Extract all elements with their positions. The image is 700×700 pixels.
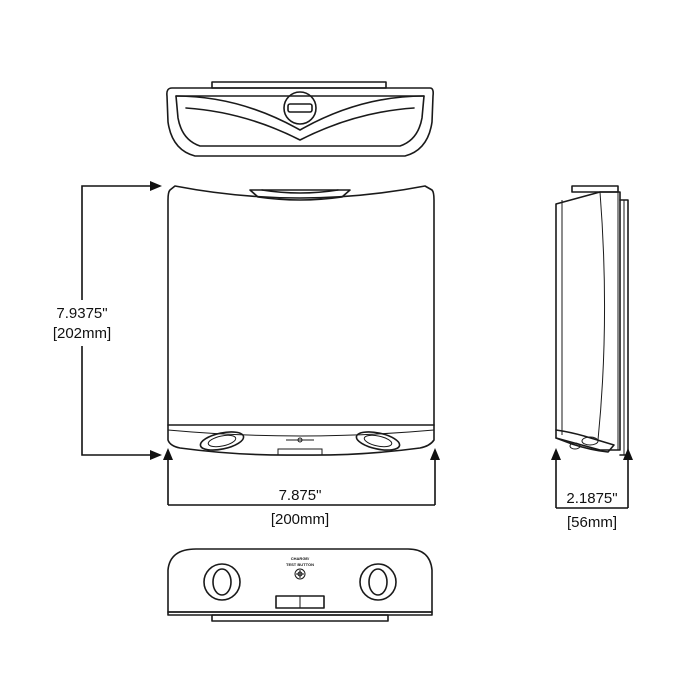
- height-inches-label: 7.9375": [56, 305, 107, 322]
- height-mm-label: [202mm]: [53, 325, 111, 342]
- height-dimension: 7.9375" [202mm]: [38, 181, 162, 460]
- width-dimension: 7.875" [200mm]: [163, 448, 440, 528]
- bottom-view: CHARGE/ TEST BUTTON: [167, 548, 433, 622]
- depth-dimension: 2.1875" [56mm]: [551, 448, 633, 531]
- width-mm-label: [200mm]: [271, 511, 329, 528]
- top-view: [166, 81, 434, 157]
- charge-label-line1: CHARGE/: [291, 556, 310, 561]
- side-view: [555, 185, 629, 456]
- width-inches-label: 7.875": [279, 487, 322, 504]
- depth-inches-label: 2.1875": [566, 490, 617, 507]
- charge-label-line2: TEST BUTTON: [286, 562, 314, 567]
- front-view: [167, 185, 435, 456]
- depth-mm-label: [56mm]: [567, 514, 617, 531]
- test-button-icon: [297, 571, 303, 577]
